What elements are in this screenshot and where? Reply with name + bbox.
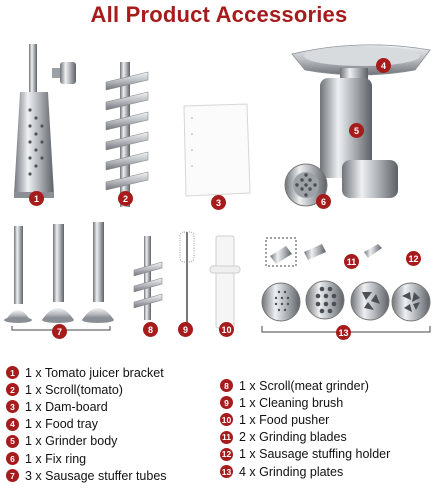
meat-grinder-scroll <box>133 236 163 320</box>
legend-text: 1 x Scroll(meat grinder) <box>239 378 369 393</box>
legend-item: 9 1 x Cleaning brush <box>220 394 390 411</box>
tomato-scroll <box>105 62 149 207</box>
legend-text: 1 x Fix ring <box>25 451 87 466</box>
legend-item: 7 3 x Sausage stuffer tubes <box>6 467 167 484</box>
callout-8: 8 <box>143 322 158 337</box>
callout-4: 4 <box>376 58 391 73</box>
legend-number: 7 <box>6 469 19 483</box>
legend-number: 13 <box>220 465 233 479</box>
callout-3: 3 <box>211 195 226 210</box>
callout-5: 5 <box>349 123 364 138</box>
legend-number: 5 <box>6 434 19 448</box>
legend-number: 9 <box>220 396 233 410</box>
sausage-stuffer-tubes <box>4 222 114 323</box>
grinding-plates <box>261 280 431 322</box>
legend-text: 4 x Grinding plates <box>239 464 344 479</box>
legend-text: 1 x Sausage stuffing holder <box>239 447 391 462</box>
legend-number: 12 <box>220 447 233 461</box>
food-pusher <box>209 235 241 329</box>
legend-item: 5 1 x Grinder body <box>6 433 167 450</box>
legend-text: 1 x Grinder body <box>25 434 118 449</box>
tomato-juicer-bracket <box>14 44 76 198</box>
legend-item: 8 1 x Scroll(meat grinder) <box>220 377 390 394</box>
callout-9: 9 <box>178 322 193 337</box>
cleaning-brush <box>179 231 195 324</box>
legend-number: 6 <box>6 452 19 466</box>
callout-6: 6 <box>316 194 331 209</box>
legend-item: 4 1 x Food tray <box>6 416 167 433</box>
legend-text: 1 x Cleaning brush <box>239 395 344 410</box>
legend-right: 8 1 x Scroll(meat grinder) 9 1 x Cleaning … <box>220 377 390 480</box>
legend-number: 4 <box>6 417 19 431</box>
callout-1: 1 <box>29 191 44 206</box>
legend-left: 1 1 x Tomato juicer bracket 2 1 x Scroll(t… <box>6 364 167 484</box>
legend-item: 2 1 x Scroll(tomato) <box>6 381 167 398</box>
legend-text: 1 x Scroll(tomato) <box>25 382 123 397</box>
legend-number: 10 <box>220 413 233 427</box>
legend-number: 8 <box>220 379 233 393</box>
legend-item: 1 1 x Tomato juicer bracket <box>6 364 167 381</box>
legend-text: 1 x Dam-board <box>25 399 108 414</box>
legend-number: 11 <box>220 430 233 444</box>
legend-item: 12 1 x Sausage stuffing holder <box>220 446 390 463</box>
legend-text: 3 x Sausage stuffer tubes <box>25 468 167 483</box>
callout-12: 12 <box>406 251 421 266</box>
legend-item: 6 1 x Fix ring <box>6 450 167 467</box>
legend-number: 2 <box>6 383 19 397</box>
callout-10: 10 <box>219 322 234 337</box>
legend-item: 13 4 x Grinding plates <box>220 463 390 480</box>
legend-text: 1 x Food pusher <box>239 412 330 427</box>
legend-number: 3 <box>6 400 19 414</box>
grinder-assembly <box>284 44 431 207</box>
callout-2: 2 <box>118 191 133 206</box>
page-title: All Product Accessories <box>90 2 348 27</box>
legend-text: 2 x Grinding blades <box>239 430 347 445</box>
grinding-blades <box>265 237 382 267</box>
legend-item: 3 1 x Dam-board <box>6 398 167 415</box>
product-illustration <box>4 44 431 333</box>
legend-text: 1 x Food tray <box>25 417 98 432</box>
legend-item: 10 1 x Food pusher <box>220 411 390 428</box>
callout-13: 13 <box>336 325 351 340</box>
callout-7: 7 <box>52 324 67 339</box>
legend-item: 11 2 x Grinding blades <box>220 429 390 446</box>
callout-11: 11 <box>344 254 359 269</box>
dam-board <box>183 103 251 197</box>
legend-text: 1 x Tomato juicer bracket <box>25 365 164 380</box>
legend-number: 1 <box>6 366 19 380</box>
